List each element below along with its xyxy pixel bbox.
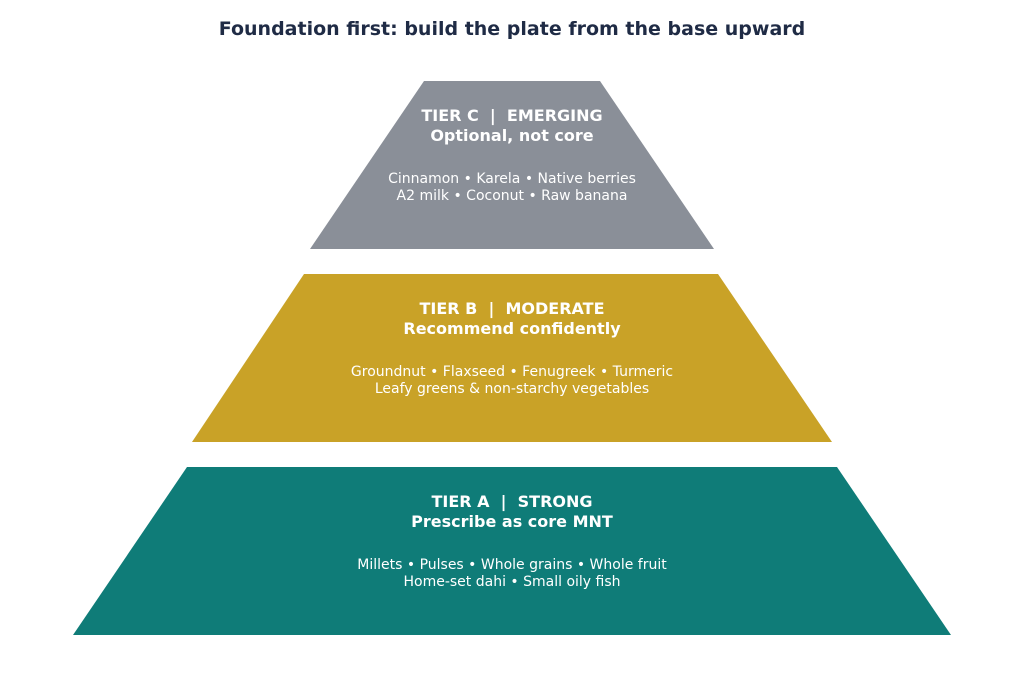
tier-b-items-line2: Leafy greens & non-starchy vegetables [374,381,650,397]
tier-c-shape [310,81,714,249]
tier-a-text: TIER A | STRONG Prescribe as core MNT Mi… [0,492,1024,591]
tier-c-items-line1: Cinnamon • Karela • Native berries [388,171,636,187]
tier-a-heading: TIER A | STRONG [431,492,593,511]
tier-a-shape [73,467,951,635]
tier-b-items: Groundnut • Flaxseed • Fenugreek • Turme… [0,364,1024,398]
tier-b-heading: TIER B | MODERATE [419,299,605,318]
tier-b-items-line1: Groundnut • Flaxseed • Fenugreek • Turme… [350,364,674,380]
tier-a-items-line2: Home-set dahi • Small oily fish [403,574,621,590]
tier-c-heading: TIER C | EMERGING [421,106,603,125]
tier-b-shape [192,274,832,442]
tier-a-items: Millets • Pulses • Whole grains • Whole … [0,557,1024,591]
tier-b-text: TIER B | MODERATE Recommend confidently … [0,299,1024,398]
tier-b-subtitle: Recommend confidently [403,319,621,338]
page-title: Foundation first: build the plate from t… [218,18,806,40]
tier-c-text: TIER C | EMERGING Optional, not core Cin… [0,106,1024,205]
tier-a-items-line1: Millets • Pulses • Whole grains • Whole … [357,557,667,573]
tier-c-items-line2: A2 milk • Coconut • Raw banana [396,188,628,204]
tier-a-subtitle: Prescribe as core MNT [411,512,613,531]
tier-c-subtitle: Optional, not core [430,126,594,145]
tier-c-items: Cinnamon • Karela • Native berries A2 mi… [0,171,1024,205]
